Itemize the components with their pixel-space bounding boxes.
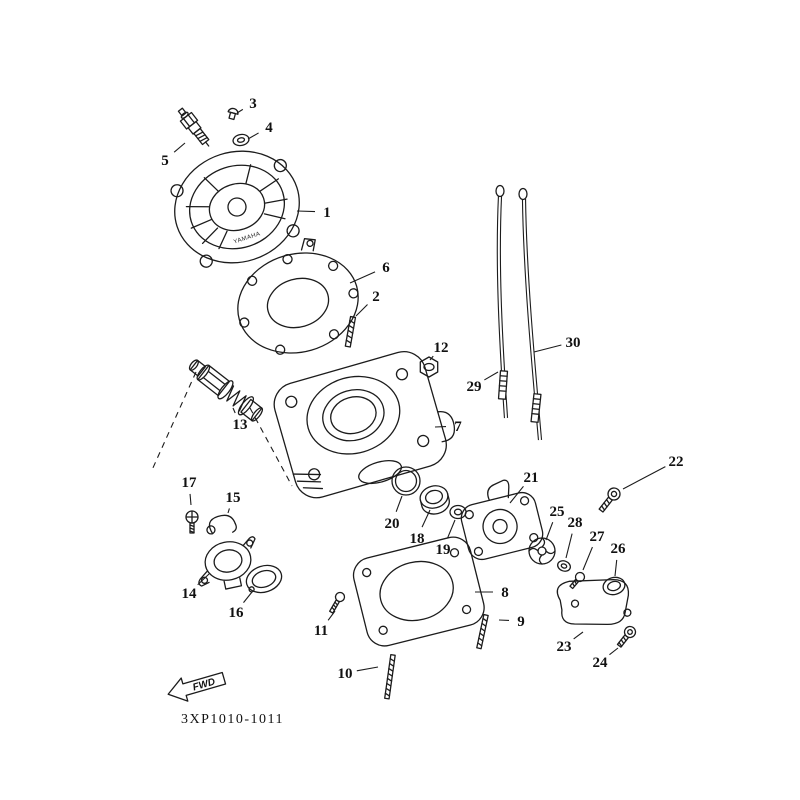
- part-9-stud: [476, 613, 489, 650]
- part-14-thermostat: [198, 536, 256, 590]
- diagram-code: 3XP1010-1011: [181, 712, 284, 727]
- part-13-joint-pipe: [188, 359, 264, 422]
- part-17-screw: [185, 510, 199, 534]
- part-label-4: 4: [265, 120, 273, 136]
- part-20-o-ring: [391, 466, 421, 496]
- group-indicator-dashed-line-right: [249, 407, 293, 487]
- part-label-25: 25: [550, 504, 565, 520]
- leader-line-10: [356, 666, 379, 672]
- part-18-seal: [419, 485, 450, 515]
- leader-line-13: [232, 407, 236, 414]
- leader-line-2: [355, 304, 368, 317]
- part-label-15: 15: [226, 490, 241, 506]
- leader-line-5: [173, 142, 186, 153]
- leader-line-19: [447, 519, 456, 539]
- part-23-cover: [556, 578, 632, 626]
- leader-line-23: [573, 631, 584, 640]
- part-label-21: 21: [524, 470, 539, 486]
- part-label-20: 20: [385, 516, 400, 532]
- part-label-24: 24: [593, 655, 609, 671]
- part-label-12: 12: [434, 340, 449, 356]
- leader-line-3: [236, 108, 244, 114]
- part-21-pump-housing: [460, 479, 544, 561]
- leader-line-20: [395, 495, 403, 512]
- part-label-2: 2: [372, 289, 380, 305]
- part-16-gasket: [245, 564, 283, 594]
- part-label-13: 13: [233, 417, 248, 433]
- part-24-bolt: [616, 625, 637, 648]
- part-label-30: 30: [566, 335, 581, 351]
- part-12-nut: [419, 356, 439, 378]
- leader-line-12: [429, 355, 434, 361]
- part-label-1: 1: [323, 205, 331, 221]
- part-label-10: 10: [338, 666, 353, 682]
- part-19-washer: [449, 504, 467, 520]
- part-label-8: 8: [501, 585, 509, 601]
- leader-line-22: [622, 466, 666, 490]
- part-label-9: 9: [517, 614, 525, 630]
- part-28-washer: [557, 560, 571, 572]
- leader-line-25: [545, 522, 554, 541]
- part-3-bolt: [227, 107, 239, 121]
- leader-line-18: [421, 509, 431, 528]
- leader-line-1: [296, 210, 316, 213]
- part-25-rotor: [528, 537, 556, 565]
- leader-line-17: [189, 493, 192, 506]
- leader-line-27: [582, 546, 593, 571]
- fwd-label: FWD: [192, 677, 217, 694]
- part-label-14: 14: [182, 586, 198, 602]
- part-label-7: 7: [454, 419, 462, 435]
- part-2-stud: [344, 315, 357, 348]
- leader-line-15: [227, 508, 230, 514]
- part-label-29: 29: [467, 379, 482, 395]
- part-label-19: 19: [436, 542, 451, 558]
- part-label-3: 3: [249, 96, 257, 112]
- fwd-arrow: FWD: [167, 671, 227, 702]
- part-label-16: 16: [229, 605, 245, 621]
- part-label-6: 6: [382, 260, 390, 276]
- part-4-washer: [232, 133, 250, 147]
- part-8-base-gasket: [352, 536, 485, 647]
- leader-line-21: [509, 485, 524, 504]
- group-indicator-dashed-line-left: [151, 371, 197, 471]
- leader-line-26: [614, 559, 618, 577]
- callouts-layer: 1234567891011121314151617181920212223242…: [161, 96, 683, 682]
- part-26-cap: [602, 576, 626, 596]
- part-30-cable: [518, 187, 543, 441]
- leader-line-11: [327, 610, 336, 621]
- leader-line-6: [349, 271, 376, 284]
- part-label-23: 23: [557, 639, 572, 655]
- leader-line-28: [565, 533, 573, 559]
- part-label-27: 27: [590, 529, 606, 545]
- part-11-bolt: [329, 591, 346, 614]
- part-label-11: 11: [314, 623, 328, 639]
- leader-line-14: [197, 573, 210, 586]
- leader-line-4: [247, 132, 259, 140]
- part-7-cylinder: [273, 351, 456, 499]
- part-label-28: 28: [568, 515, 583, 531]
- part-label-26: 26: [611, 541, 627, 557]
- part-6-head-gasket: [237, 238, 359, 355]
- part-label-5: 5: [161, 153, 169, 169]
- part-15-clamp: [206, 514, 237, 535]
- leader-line-16: [243, 591, 253, 603]
- part-label-17: 17: [182, 475, 198, 491]
- leader-line-29: [484, 371, 499, 381]
- part-label-22: 22: [669, 454, 684, 470]
- leader-line-24: [609, 647, 619, 656]
- part-10-stud: [384, 654, 396, 700]
- leader-line-30: [533, 344, 562, 353]
- part-22-bolt: [598, 487, 621, 513]
- part-29-cable: [495, 184, 509, 419]
- part-label-18: 18: [410, 531, 425, 547]
- part-1-cylinder-head: YAMAHA: [170, 150, 300, 268]
- part-5-spark-plug: [177, 107, 210, 147]
